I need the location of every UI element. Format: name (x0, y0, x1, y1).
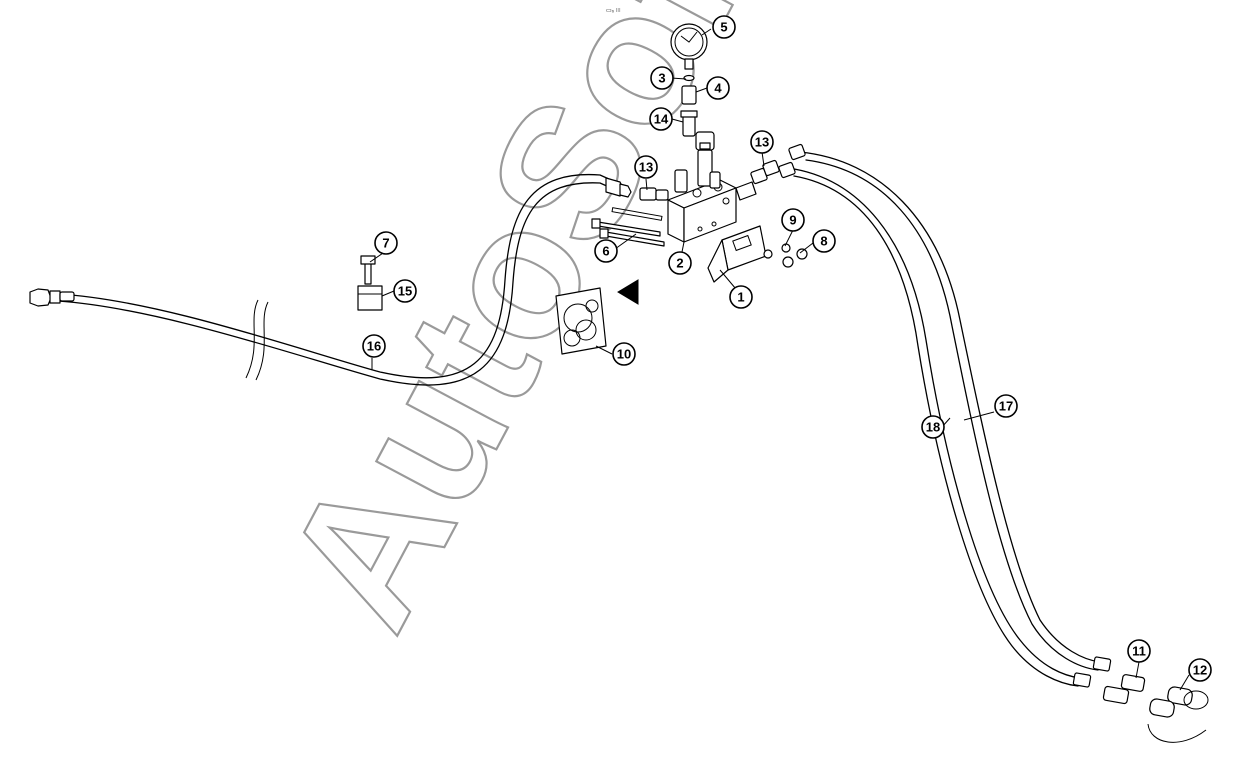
callout-1: 1 (729, 285, 753, 309)
callout-12: 12 (1188, 658, 1212, 682)
callout-16: 16 (362, 334, 386, 358)
callout-6: 6 (594, 239, 618, 263)
svg-text:13: 13 (755, 135, 769, 150)
bolts (591, 207, 665, 247)
callout-9: 9 (781, 208, 805, 232)
callout-13-left: 13 (634, 155, 658, 179)
svg-text:4: 4 (714, 81, 722, 96)
switch-and-socket (357, 255, 383, 311)
svg-text:15: 15 (398, 284, 412, 299)
callout-7: 7 (374, 231, 398, 255)
callout-5: 5 (712, 15, 736, 39)
callout-15: 15 (393, 279, 417, 303)
callout-8: 8 (812, 229, 836, 253)
hose-18 (778, 161, 1092, 688)
dust-caps (1147, 686, 1209, 743)
leaders (369, 28, 1190, 691)
callout-17: 17 (994, 394, 1018, 418)
svg-text:1: 1 (737, 290, 744, 305)
svg-text:12: 12 (1193, 663, 1207, 678)
callout-2: 2 (668, 251, 692, 275)
callout-14: 14 (649, 107, 673, 131)
callout-3: 3 (650, 66, 674, 90)
fitting-13-right (735, 159, 780, 201)
svg-text:6: 6 (602, 244, 609, 259)
hose-17 (788, 143, 1112, 672)
svg-text:17: 17 (999, 399, 1013, 414)
callout-13-right: 13 (750, 130, 774, 154)
svg-text:10: 10 (617, 347, 631, 362)
valve-block (667, 131, 737, 243)
watermark: AutoSoft (244, 0, 808, 659)
quick-couplers (1102, 674, 1146, 705)
fitting-13-left (639, 187, 669, 201)
header-note: ▭₀ ∶∶∶ (606, 8, 621, 14)
svg-text:11: 11 (1132, 644, 1146, 659)
svg-text:5: 5 (720, 20, 727, 35)
callout-11: 11 (1127, 639, 1151, 663)
svg-text:16: 16 (367, 339, 381, 354)
callout-10: 10 (612, 342, 636, 366)
callout-18: 18 (921, 415, 945, 439)
svg-text:3: 3 (658, 71, 665, 86)
svg-text:7: 7 (382, 236, 389, 251)
seal-kit (555, 279, 639, 355)
svg-text:2: 2 (676, 256, 683, 271)
callout-4: 4 (706, 76, 730, 100)
svg-text:18: 18 (926, 420, 940, 435)
svg-text:8: 8 (820, 234, 827, 249)
svg-text:14: 14 (654, 112, 669, 127)
bracket (707, 225, 808, 283)
svg-text:9: 9 (789, 213, 796, 228)
svg-text:13: 13 (639, 160, 653, 175)
hose-16 (29, 173, 632, 386)
gauge-assembly (670, 23, 708, 137)
